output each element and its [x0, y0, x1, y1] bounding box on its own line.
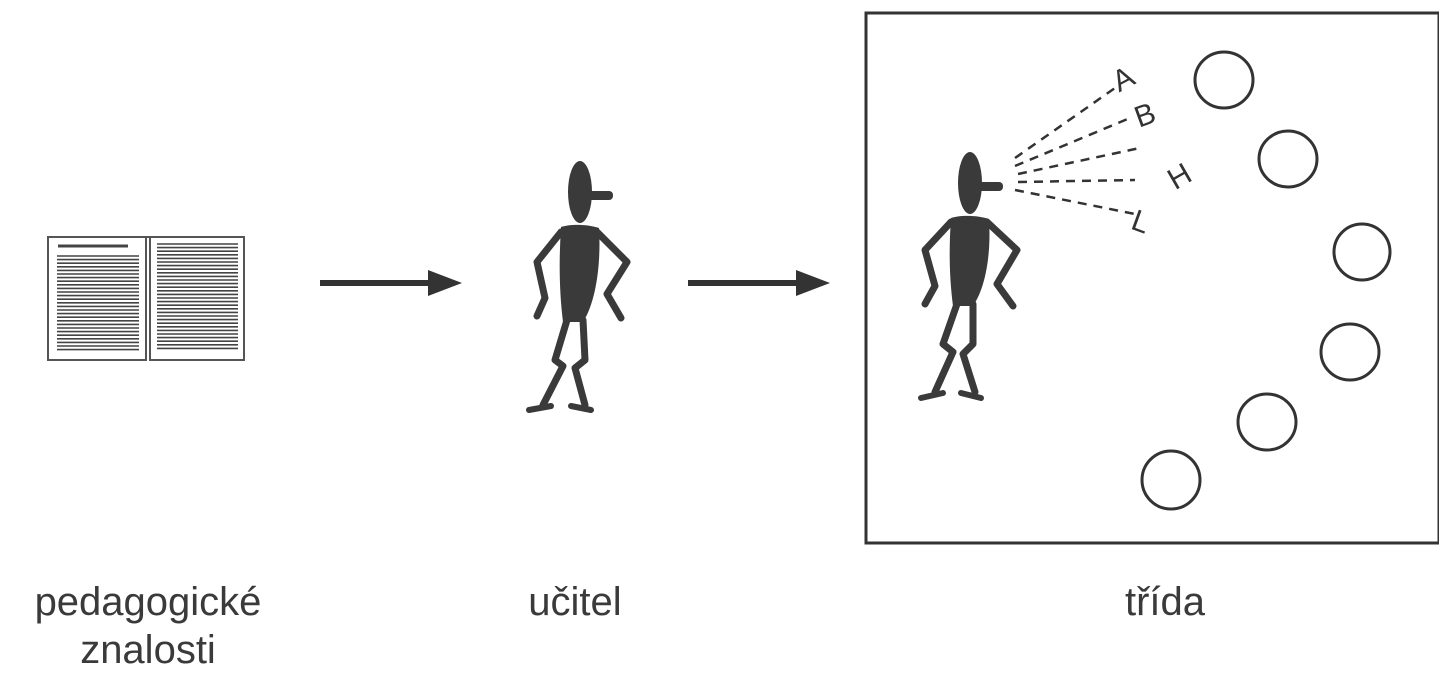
caption-knowledge-line2: znalosti [80, 628, 216, 672]
beam-label-b: B [1130, 97, 1160, 135]
open-book-icon [47, 236, 245, 361]
classroom-frame [864, 11, 1439, 545]
beam-label-l: L [1127, 204, 1154, 241]
beam-label-h: H [1162, 157, 1197, 196]
classroom-teacher-figure [918, 152, 1021, 401]
arrow-book-to-teacher [320, 270, 462, 296]
caption-knowledge: pedagogické znalosti [0, 578, 296, 674]
circle-student-icon [1193, 50, 1255, 110]
circle-student-icon [1332, 222, 1392, 282]
beam-label-a: A [1107, 60, 1140, 99]
circle-student-icon [1236, 392, 1298, 452]
students [1140, 50, 1392, 511]
speech-beams [1014, 86, 1141, 216]
caption-classroom: třída [1124, 580, 1206, 624]
circle-student-icon [1257, 129, 1319, 189]
circle-student-icon [1319, 322, 1381, 382]
arrow-teacher-to-classroom [688, 270, 830, 296]
caption-teacher: učitel [528, 580, 622, 624]
caption-knowledge-line1: pedagogické [34, 580, 262, 624]
circle-student-icon [1140, 449, 1202, 511]
teacher-figure [526, 161, 631, 413]
